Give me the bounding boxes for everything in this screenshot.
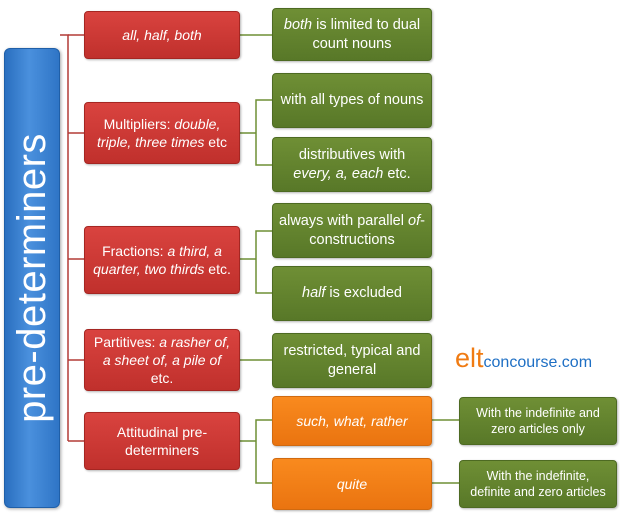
category-text: Multipliers: double, triple, three times… bbox=[97, 115, 227, 150]
category-text: all, half, both bbox=[122, 26, 202, 43]
category-text: Partitives: a rasher of, a sheet of, a p… bbox=[93, 333, 231, 387]
detail-quite: quite bbox=[272, 458, 432, 510]
connector-cat2 bbox=[240, 99, 272, 166]
category-text: Attitudinal pre-determiners bbox=[116, 423, 208, 458]
root-label: pre-determiners bbox=[10, 133, 55, 423]
note-indefinite-definite-zero: With the indefinite, definite and zero a… bbox=[459, 460, 617, 508]
detail-parallel-of: always with parallel of-constructions bbox=[272, 203, 432, 258]
category-partitives: Partitives: a rasher of, a sheet of, a p… bbox=[84, 329, 240, 391]
eltconcourse-logo: eltconcourse.com bbox=[455, 343, 593, 373]
category-all-half-both: all, half, both bbox=[84, 11, 240, 59]
note-indefinite-zero: With the indefinite and zero articles on… bbox=[459, 397, 617, 445]
detail-half-excluded: half is excluded bbox=[272, 266, 432, 321]
detail-restricted: restricted, typical and general bbox=[272, 333, 432, 388]
root-predeterminers-box: pre-determiners bbox=[4, 48, 60, 508]
connector-cat3 bbox=[240, 230, 272, 294]
category-text: Fractions: a third, a quarter, two third… bbox=[93, 242, 231, 277]
detail-such-what-rather: such, what, rather bbox=[272, 396, 432, 446]
category-multipliers: Multipliers: double, triple, three times… bbox=[84, 102, 240, 164]
category-fractions: Fractions: a third, a quarter, two third… bbox=[84, 226, 240, 294]
detail-all-types-of-nouns: with all types of nouns bbox=[272, 73, 432, 128]
connector-root-trunk bbox=[60, 34, 69, 441]
category-attitudinal: Attitudinal pre-determiners bbox=[84, 412, 240, 470]
connector-cat5 bbox=[240, 419, 272, 484]
detail-distributives: distributives with every, a, each etc. bbox=[272, 137, 432, 192]
detail-both-dual: both is limited to dual count nouns bbox=[272, 8, 432, 61]
